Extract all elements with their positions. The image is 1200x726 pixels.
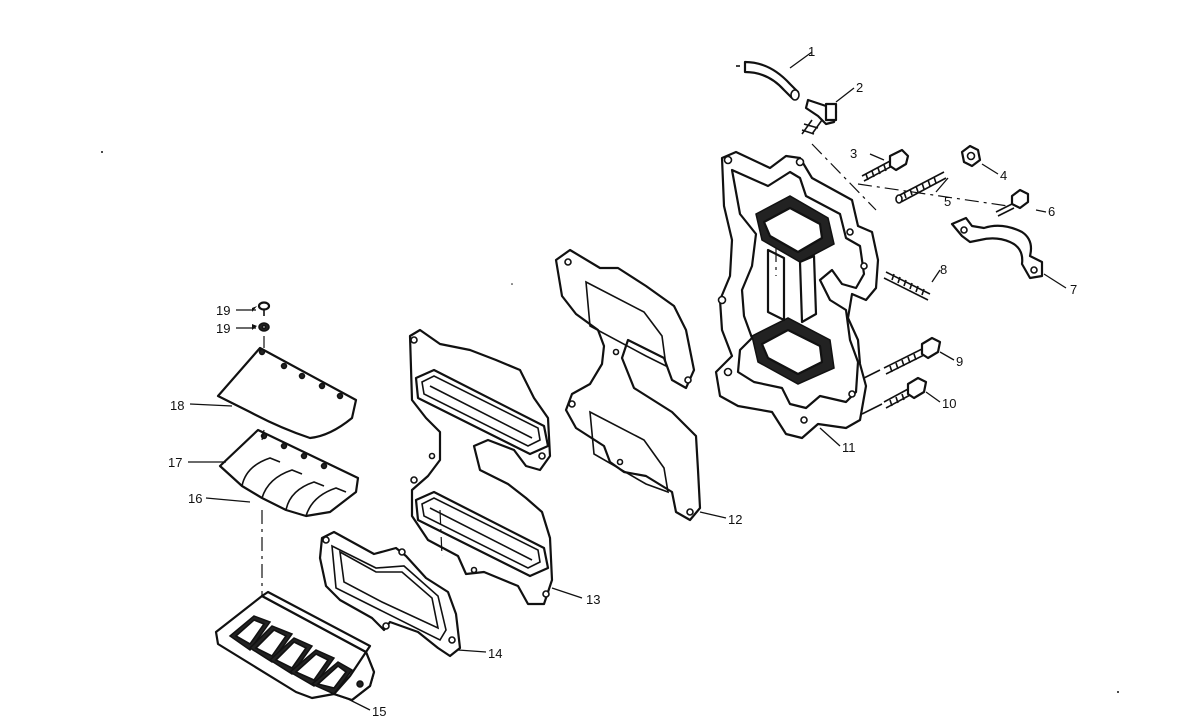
adapter-plate-icon xyxy=(714,150,880,440)
callout-5: 5 xyxy=(944,194,951,209)
reed-stop-icon xyxy=(216,346,358,440)
bolt-icon xyxy=(257,301,271,332)
reed-petals-icon xyxy=(218,428,360,518)
callout-6: 6 xyxy=(1048,204,1055,219)
hose-icon xyxy=(736,60,800,101)
bolt-icon xyxy=(861,376,928,415)
scan-specks xyxy=(101,151,1119,693)
callout-9: 9 xyxy=(956,354,963,369)
callout-10: 10 xyxy=(942,396,956,411)
stud-icon xyxy=(895,171,947,204)
callout-11: 11 xyxy=(842,440,856,455)
callout-2: 2 xyxy=(856,80,863,95)
callout-labels: 1 2 3 4 5 6 7 8 9 10 11 12 13 14 15 16 1… xyxy=(168,44,1077,719)
callout-16: 16 xyxy=(188,491,202,506)
callout-15: 15 xyxy=(372,704,386,719)
callout-3: 3 xyxy=(850,146,857,161)
bolt-icon xyxy=(859,336,942,381)
callout-4: 4 xyxy=(1000,168,1007,183)
gasket-icon xyxy=(318,530,462,658)
nut-icon xyxy=(960,144,982,168)
callout-8: 8 xyxy=(940,262,947,277)
callout-13: 13 xyxy=(586,592,600,607)
bolt-icon xyxy=(861,148,910,182)
callout-7: 7 xyxy=(1070,282,1077,297)
callout-12: 12 xyxy=(728,512,742,527)
gasket-icon xyxy=(554,248,702,522)
callout-1: 1 xyxy=(808,44,815,59)
callout-18: 18 xyxy=(170,398,184,413)
stud-icon xyxy=(883,271,931,301)
clamp-icon xyxy=(950,216,1044,280)
reed-block-icon xyxy=(214,590,376,702)
elbow-fitting-icon xyxy=(801,98,838,135)
callout-19b: 19 xyxy=(216,321,230,336)
callout-17: 17 xyxy=(168,455,182,470)
assembly-axis-lines xyxy=(261,143,1009,596)
leader-lines xyxy=(188,51,1067,711)
bolt-icon xyxy=(995,188,1030,217)
reed-block-icon xyxy=(408,328,554,606)
callout-14: 14 xyxy=(488,646,502,661)
callout-19a: 19 xyxy=(216,303,230,318)
